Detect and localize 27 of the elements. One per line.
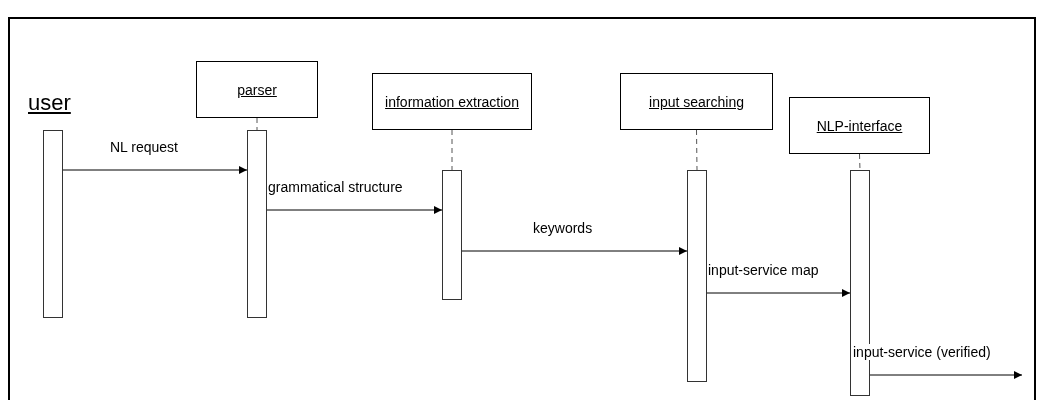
object-box (789, 97, 930, 154)
edge-label: keywords (533, 220, 593, 236)
message-arrow (461, 247, 688, 255)
edge-label: grammatical structure (268, 179, 403, 195)
actor-name: user (28, 88, 88, 118)
object-box (372, 73, 532, 130)
edge-label: input-service map (708, 262, 819, 278)
lifeline (859, 153, 861, 171)
lifeline (256, 117, 258, 131)
object-name: input searching (649, 93, 744, 110)
activation-bar (247, 130, 267, 318)
edge-label: NL request (110, 139, 178, 155)
activation-bar (43, 130, 63, 318)
edge-label: input-service (verified) (853, 344, 991, 360)
message-arrow (869, 371, 1023, 379)
message-arrow (706, 289, 851, 297)
object-name: parser (237, 81, 277, 98)
activation-bar (442, 170, 462, 300)
object-name: NLP-interface (816, 117, 903, 134)
lifeline (451, 129, 453, 171)
message-arrow (266, 206, 443, 214)
object-box (620, 73, 773, 130)
activation-bar (687, 170, 707, 382)
object-name: information extraction (385, 93, 519, 110)
object-box (196, 61, 318, 118)
lifeline (696, 129, 698, 171)
message-arrow (62, 166, 248, 174)
